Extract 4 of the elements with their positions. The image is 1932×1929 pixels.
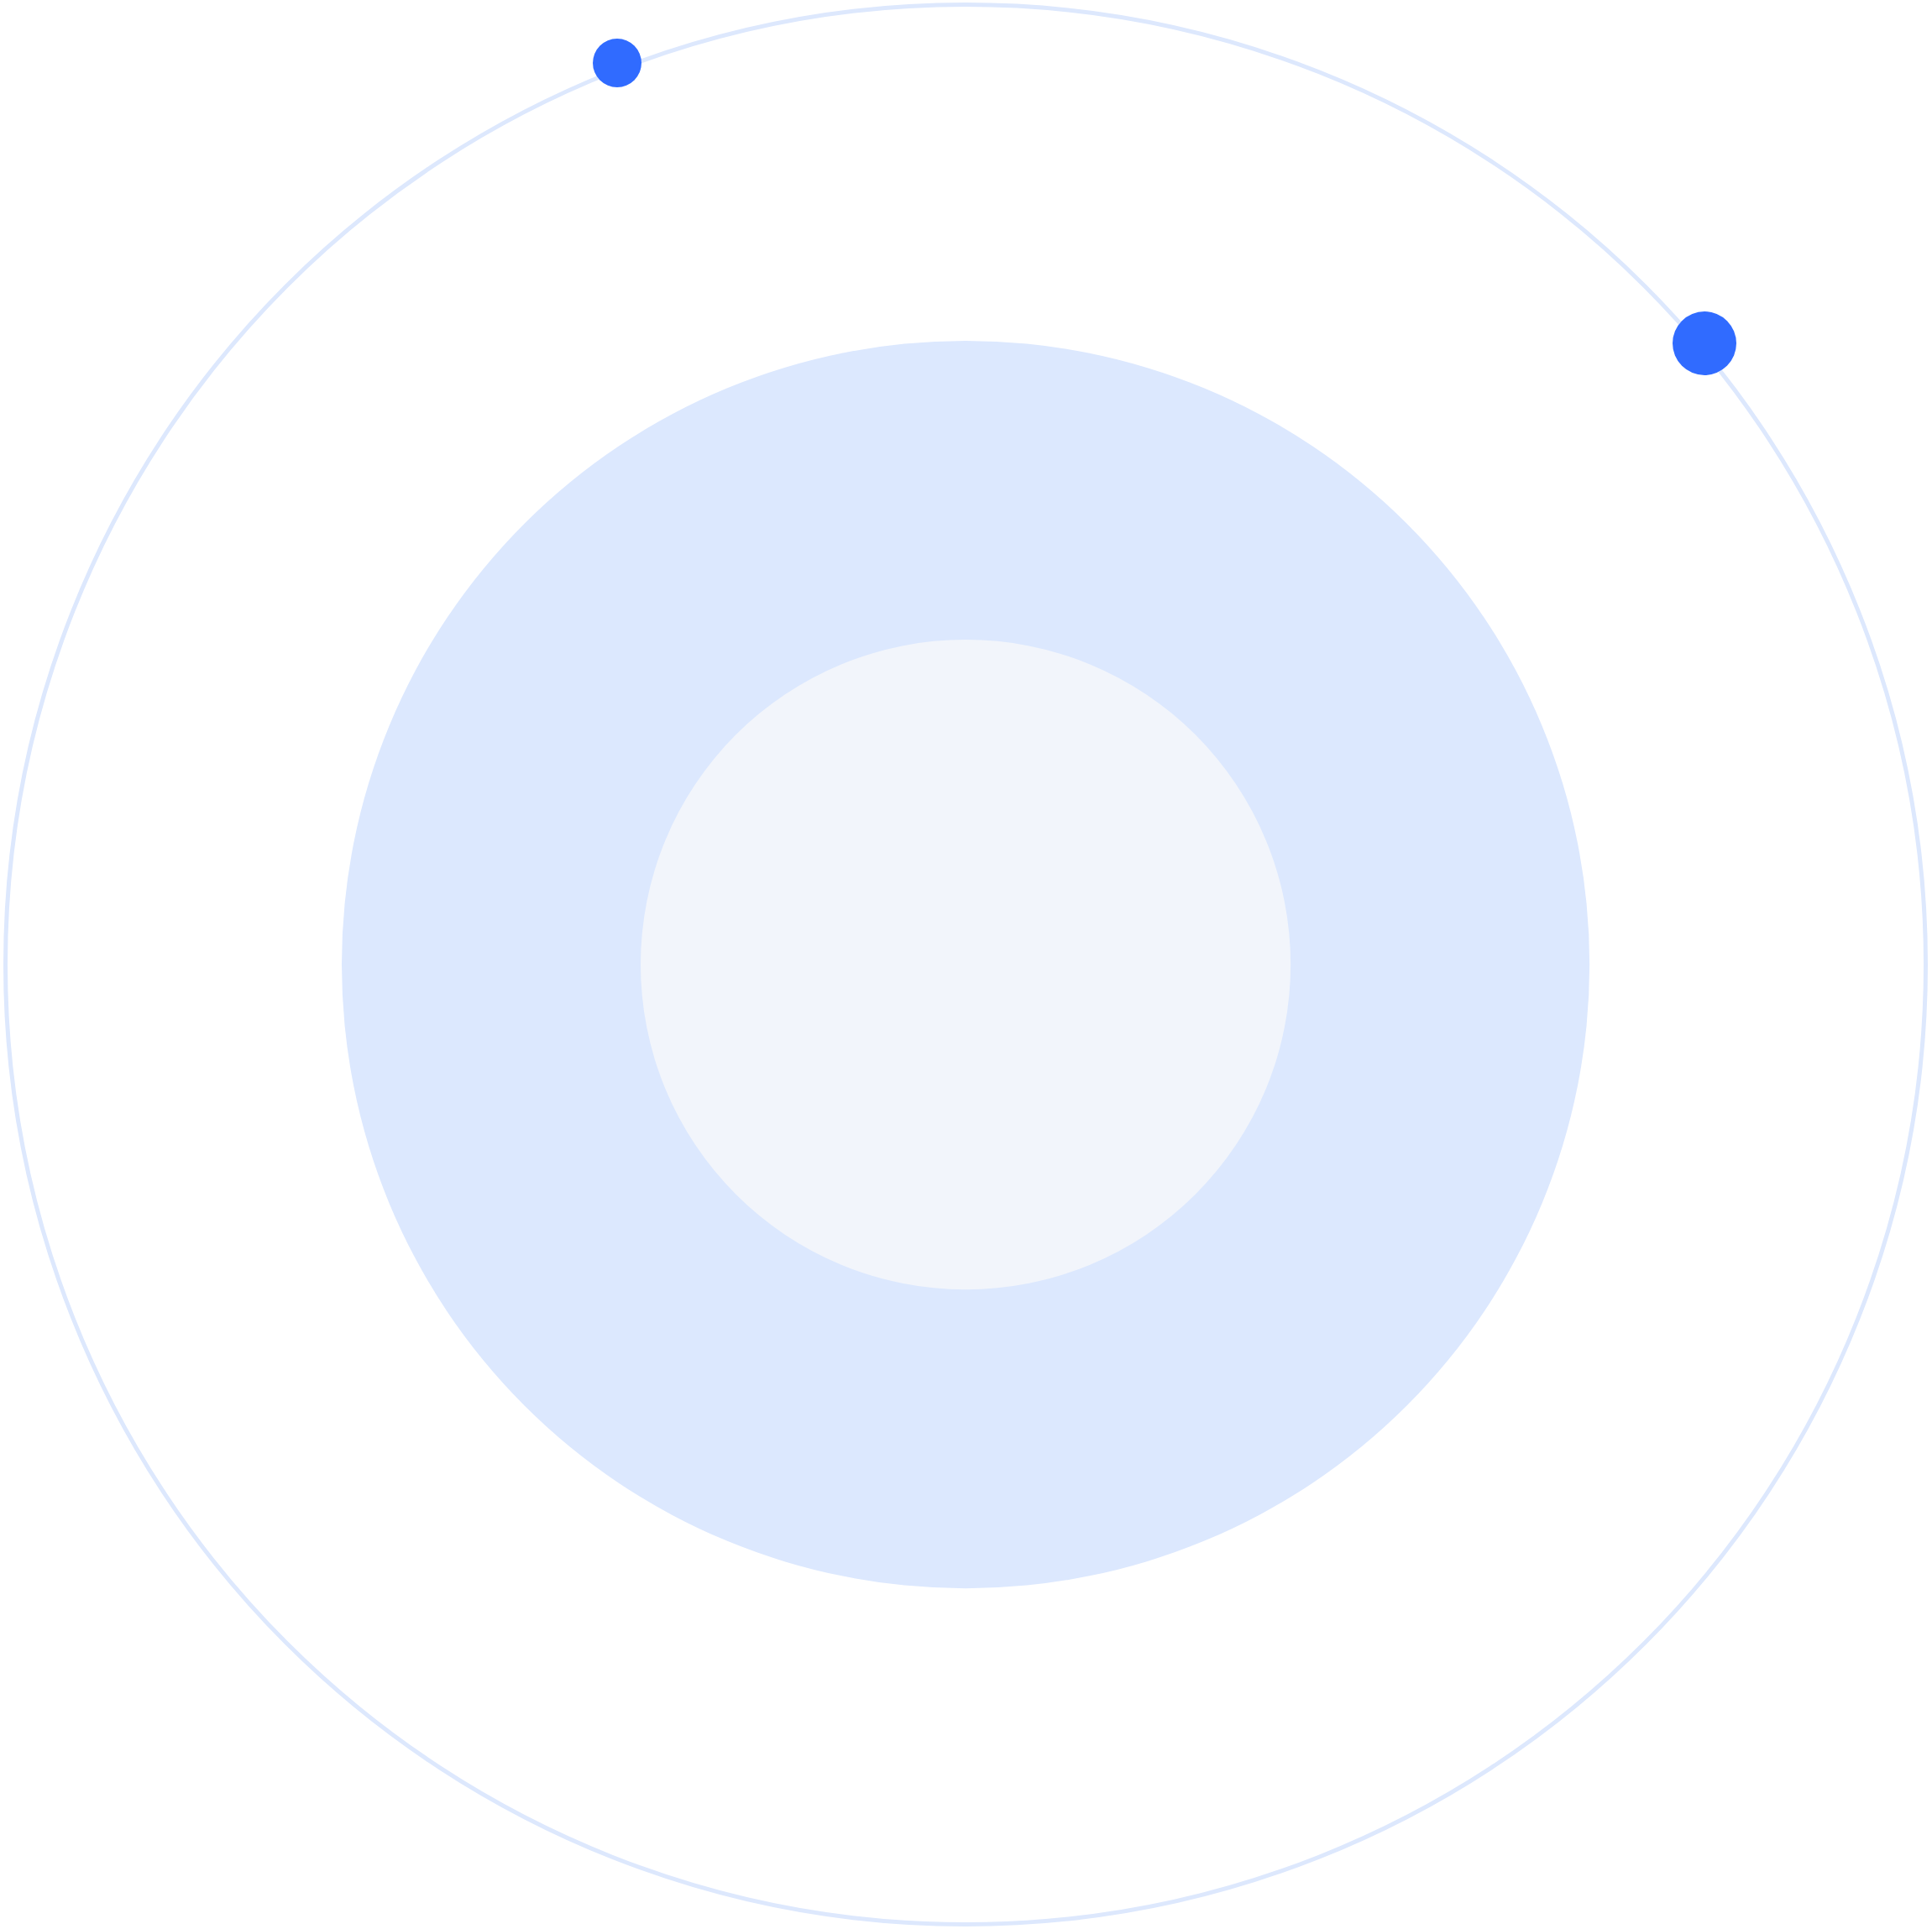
orbit-dot [1673,311,1736,375]
disc [341,340,1590,1589]
orbit-dot [593,39,641,87]
orbit-ring [3,3,1928,1926]
